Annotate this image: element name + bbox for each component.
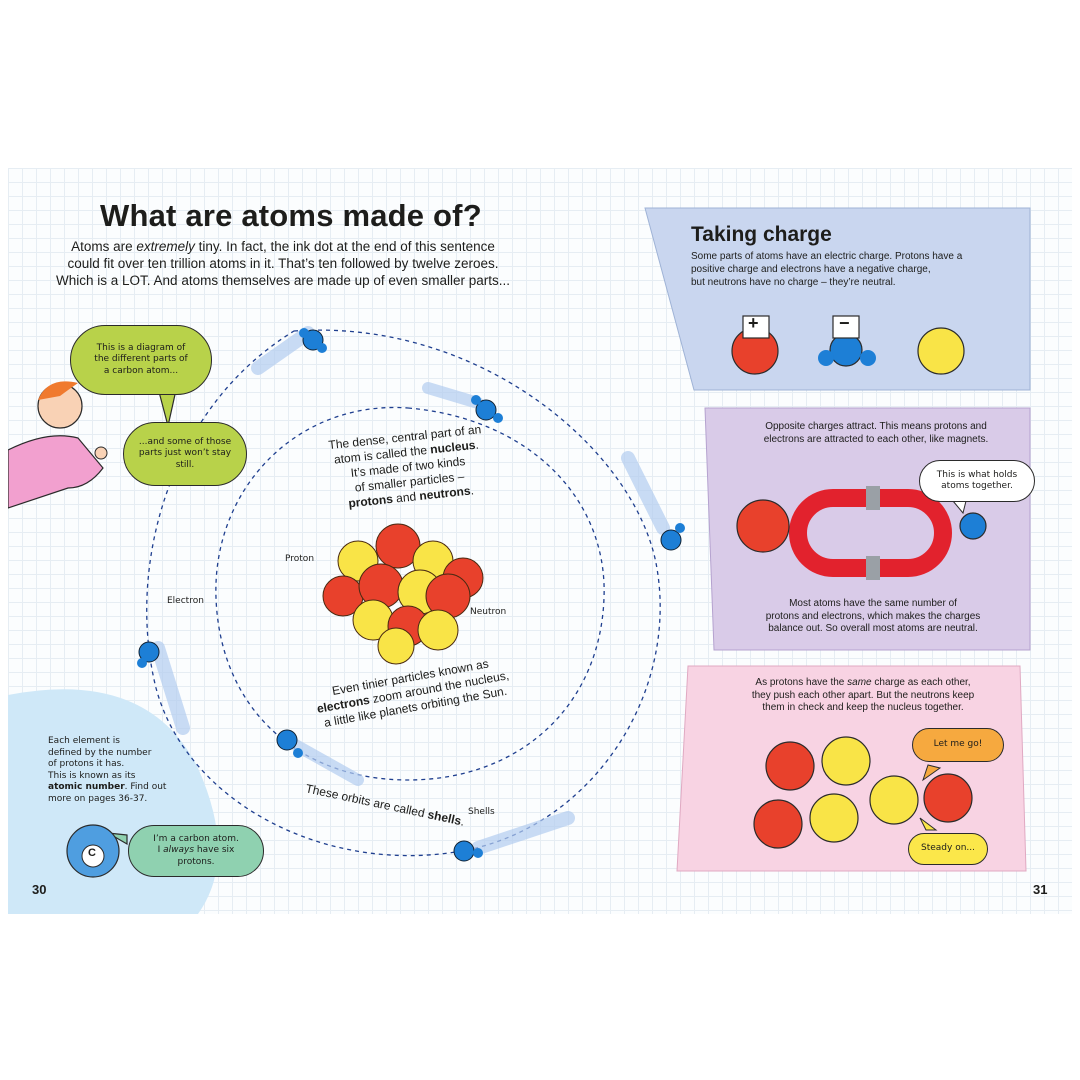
steady-on-bubble: Steady on... — [908, 833, 988, 865]
electron-2 — [471, 395, 503, 423]
repel-text: As protons have the same charge as each … — [751, 677, 975, 713]
neutron-character — [917, 327, 965, 375]
magnet — [789, 486, 952, 580]
atomic-number-text: Each element is defined by the number of… — [48, 736, 167, 804]
attract-text: Opposite charges attract. This means pro… — [763, 421, 989, 445]
attract-electron — [959, 512, 987, 540]
proton-character — [731, 315, 779, 375]
electron-6 — [453, 840, 483, 862]
page-number-left: 30 — [32, 882, 47, 897]
electron-4 — [137, 641, 160, 668]
diagram-speech-bubble: This is a diagram of the different parts… — [70, 325, 212, 395]
page-title: What are atoms made of? — [100, 198, 482, 233]
repel-particles — [753, 736, 973, 849]
neutral-text: Most atoms have the same number of proto… — [765, 598, 981, 634]
plus-sign: + — [748, 313, 759, 333]
intro-text: Atoms are extremely tiny. In fact, the i… — [56, 239, 510, 288]
electron-5 — [276, 729, 303, 758]
holds-speech-bubble: This is what holds atoms together. — [919, 460, 1035, 502]
page-number-right: 31 — [1033, 882, 1048, 897]
carbon-letter: C — [88, 847, 96, 859]
neutron-label: Neutron — [470, 607, 507, 617]
let-me-go-bubble: Let me go! — [912, 728, 1004, 762]
charge-title: Taking charge — [691, 223, 832, 246]
electron-character — [818, 315, 876, 367]
child-illustration — [8, 381, 108, 509]
charge-text: Some parts of atoms have an electric cha… — [691, 251, 963, 288]
book-spread: What are atoms made of? Atoms are extrem… — [8, 168, 1072, 914]
electron-1 — [299, 328, 327, 353]
proton-label: Proton — [285, 554, 315, 564]
nucleus — [322, 523, 484, 665]
attract-proton — [736, 499, 790, 553]
electron-3 — [660, 523, 685, 551]
shells-label: Shells — [468, 807, 495, 817]
carbon-speech-bubble: I’m a carbon atom. I always have six pro… — [128, 825, 264, 877]
parts-speech-bubble: ...and some of those parts just won’t st… — [123, 422, 247, 486]
electron-label: Electron — [167, 596, 204, 606]
minus-sign: − — [839, 313, 850, 333]
inner-shell-path — [215, 406, 605, 781]
